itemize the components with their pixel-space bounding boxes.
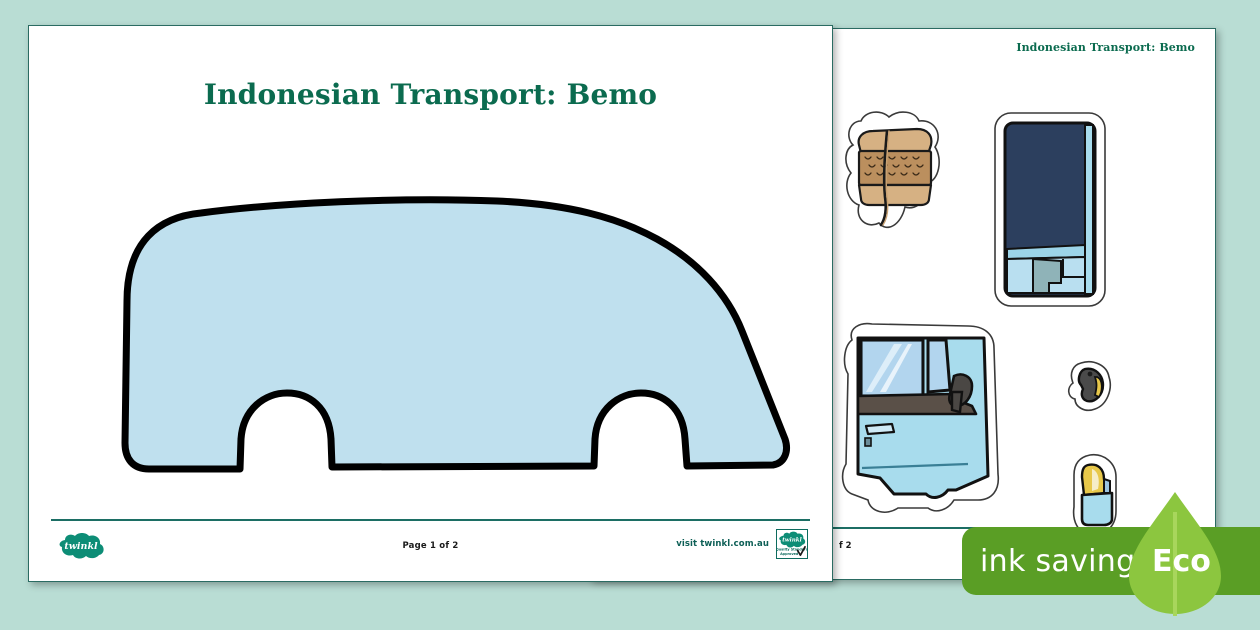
- basket-cutout-piece[interactable]: [843, 107, 961, 237]
- twinkl-logo-icon[interactable]: twinkl: [55, 532, 107, 560]
- door-cutout-piece[interactable]: [836, 314, 1016, 524]
- svg-text:Approved: Approved: [780, 552, 799, 556]
- svg-text:twinkl: twinkl: [64, 541, 98, 552]
- quality-standard-badge-icon[interactable]: twinkl Quality Standard Approved: [775, 529, 808, 559]
- headlight-cutout-piece[interactable]: [1066, 449, 1124, 539]
- page-two-title: Indonesian Transport: Bemo: [1016, 41, 1195, 54]
- footer-right: visit twinkl.com.au twinkl Quality Stand…: [560, 529, 810, 559]
- visit-url-link[interactable]: visit twinkl.com.au: [676, 539, 769, 549]
- page-number: Page 1 of 2: [402, 541, 459, 551]
- page-one-footer: twinkl Page 1 of 2 visit twinkl.com.au t…: [51, 519, 810, 567]
- svg-text:Quality Standard: Quality Standard: [777, 548, 807, 552]
- footer-center: Page 1 of 2: [301, 535, 559, 553]
- ink-saving-eco-badge[interactable]: ink saving Eco: [962, 492, 1260, 616]
- leaf-icon: [1127, 490, 1223, 616]
- bemo-van-silhouette[interactable]: [97, 181, 809, 506]
- eco-badge-word: Eco: [1152, 543, 1211, 579]
- svg-text:twinkl: twinkl: [782, 538, 802, 544]
- eco-badge-text: ink saving: [980, 543, 1136, 579]
- page-one[interactable]: Indonesian Transport: Bemo twinkl Page 1…: [28, 25, 833, 582]
- window-cutout-piece[interactable]: [989, 107, 1111, 312]
- page-two-footer: f 2: [609, 527, 1197, 567]
- page-title: Indonesian Transport: Bemo: [203, 78, 658, 111]
- page-two-page-number: f 2: [839, 541, 852, 551]
- mirror-cutout-piece[interactable]: [1063, 357, 1119, 417]
- footer-left: twinkl: [51, 528, 301, 560]
